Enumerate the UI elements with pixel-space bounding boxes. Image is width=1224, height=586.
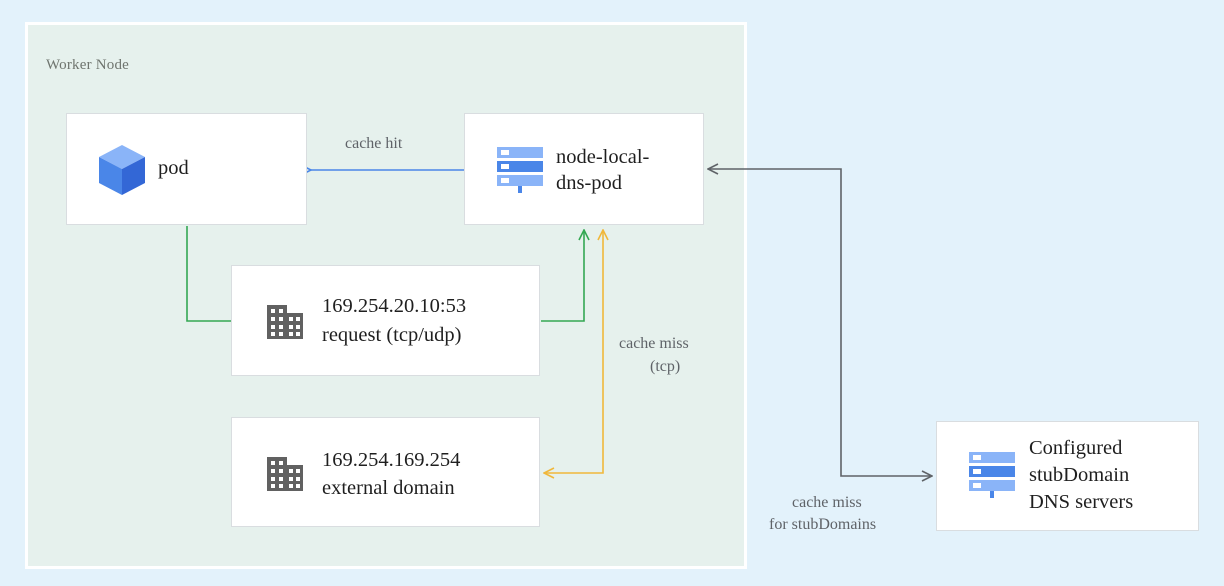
cube-icon <box>99 145 145 195</box>
cache-miss-stub-label-1: cache miss <box>792 494 862 511</box>
worker-node-title: Worker Node <box>46 57 130 73</box>
cache-miss-tcp-arrow <box>544 230 603 473</box>
stub-dns-label-line3: DNS servers <box>1029 491 1134 513</box>
node-local-dns-label-line2: dns-pod <box>556 172 623 194</box>
building-icon <box>267 457 303 491</box>
dns-server-icon <box>969 452 1015 498</box>
pod-label: pod <box>158 157 189 179</box>
cache-miss-tcp-label-2: (tcp) <box>650 358 681 375</box>
node-local-dns-label-line1: node-local- <box>556 146 650 168</box>
dns-server-icon <box>497 147 543 193</box>
stub-dns-label-line1: Configured <box>1029 437 1123 459</box>
cache-hit-label: cache hit <box>345 135 403 152</box>
request-to-node-local-arrow <box>541 230 584 322</box>
pod-to-request-line <box>186 226 231 322</box>
request-label-line1: 169.254.20.10:53 <box>322 295 467 317</box>
building-icon <box>267 305 303 339</box>
cache-miss-stub-label-2: for stubDomains <box>769 516 877 533</box>
cache-miss-stub-arrow <box>708 169 932 476</box>
external-domain-label-line1: 169.254.169.254 <box>322 449 461 471</box>
stub-dns-label-line2: stubDomain <box>1029 464 1130 486</box>
cache-miss-tcp-label-1: cache miss <box>619 335 689 352</box>
request-label-line2: request (tcp/udp) <box>322 324 462 346</box>
external-domain-label-line2: external domain <box>322 477 455 499</box>
